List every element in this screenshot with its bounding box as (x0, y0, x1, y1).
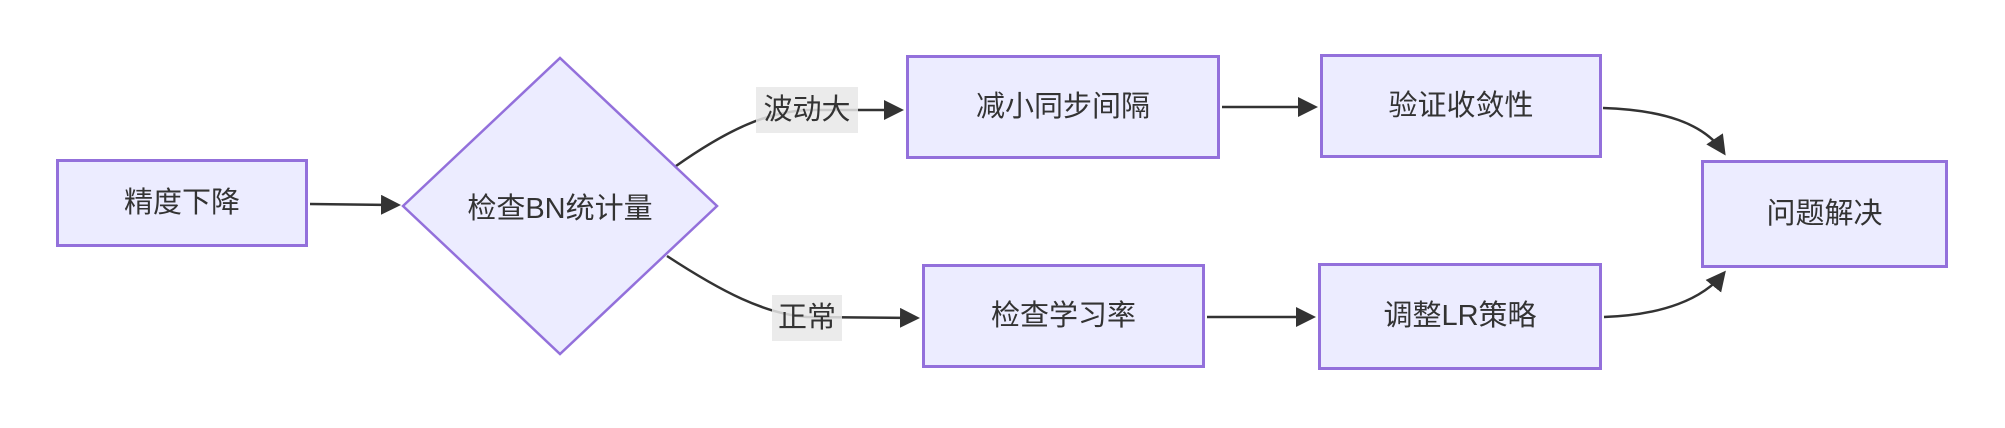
node-adjust-lr-strategy: 调整LR策略 (1318, 263, 1602, 370)
edge-label-fluctuation: 波动大 (756, 87, 858, 133)
node-adjust-lr-strategy-label: 调整LR策略 (1383, 300, 1537, 333)
node-check-bn-stats: 检查BN统计量 (420, 186, 700, 226)
node-verify-convergence-label: 验证收敛性 (1388, 89, 1534, 122)
edge-label-normal-text: 正常 (778, 301, 837, 334)
edge-label-normal: 正常 (772, 295, 842, 341)
node-check-learning-rate: 检查学习率 (922, 264, 1205, 368)
node-problem-solved: 问题解决 (1701, 160, 1948, 268)
node-check-learning-rate-label: 检查学习率 (990, 299, 1136, 332)
node-accuracy-drop-label: 精度下降 (123, 186, 240, 219)
edge-adjustlr-to-solved (1603, 270, 1726, 319)
edge-verify-to-solved (1602, 106, 1726, 156)
edge-start-to-decision (309, 194, 401, 215)
node-check-bn-stats-label: 检查BN统计量 (467, 193, 653, 225)
node-verify-convergence: 验证收敛性 (1320, 54, 1602, 158)
node-problem-solved-label: 问题解决 (1766, 197, 1883, 230)
decision-diamond-shape (401, 56, 719, 356)
node-reduce-sync-interval-label: 减小同步间隔 (975, 90, 1150, 123)
node-accuracy-drop: 精度下降 (56, 159, 308, 247)
node-reduce-sync-interval: 减小同步间隔 (906, 55, 1220, 159)
edge-label-fluctuation-text: 波动大 (763, 93, 851, 126)
